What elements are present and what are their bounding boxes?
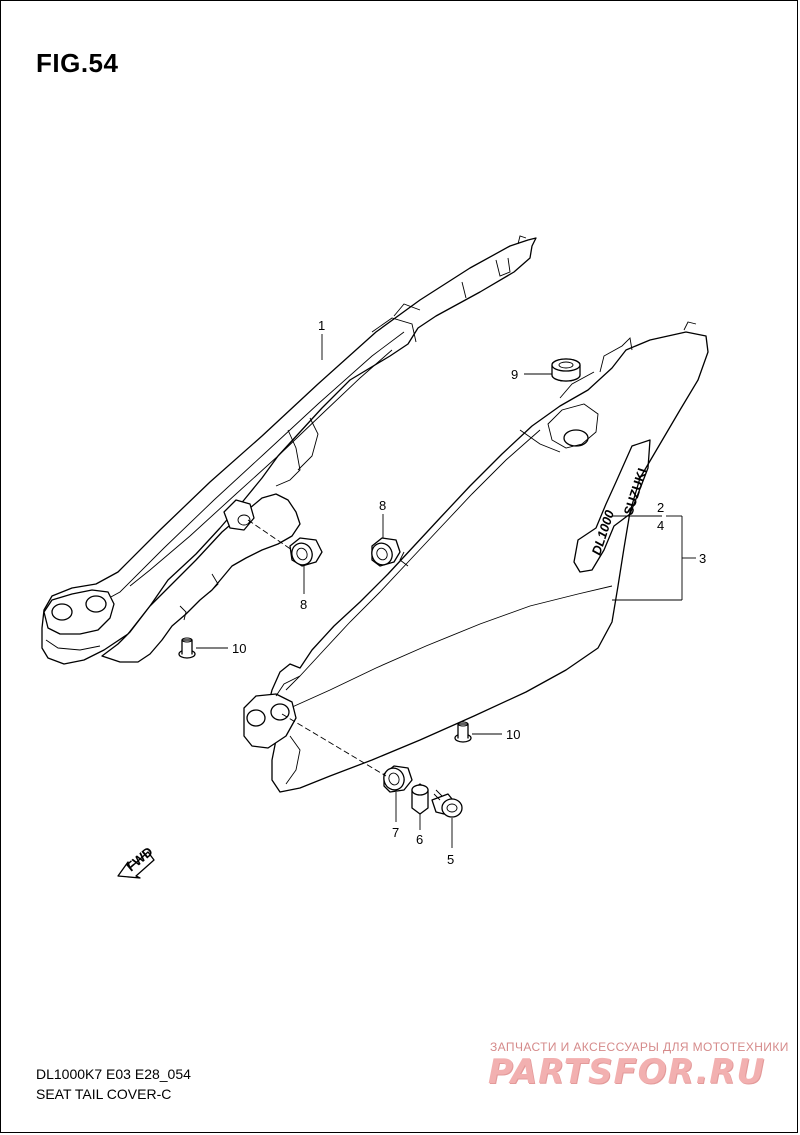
- watermark-logo: PARTSFOR.RU: [488, 1052, 766, 1092]
- part-10-clip-right[interactable]: [454, 721, 472, 743]
- callout-9: 9: [511, 367, 518, 382]
- part-10-clip-left[interactable]: [178, 637, 196, 659]
- section-name: SEAT TAIL COVER-C: [36, 1086, 172, 1102]
- part-9-grommet[interactable]: [551, 358, 581, 382]
- part-8-cushion-right[interactable]: [368, 537, 401, 568]
- part-7-cushion[interactable]: [381, 765, 413, 793]
- callout-6: 6: [416, 832, 423, 847]
- callout-4: 4: [657, 518, 664, 533]
- callout-7: 7: [392, 825, 399, 840]
- part-6-collar[interactable]: [411, 783, 429, 815]
- part-8-cushion-left[interactable]: [288, 537, 323, 568]
- callout-labels: 1 2 4 3 9 8 8 10 10 7 6 5: [232, 318, 706, 867]
- leader-lines: [196, 334, 696, 848]
- part-5-bolt[interactable]: [431, 789, 463, 818]
- callout-8-left: 8: [300, 597, 307, 612]
- callout-5: 5: [447, 852, 454, 867]
- callout-3: 3: [699, 551, 706, 566]
- callout-1: 1: [318, 318, 325, 333]
- watermark-tagline: ЗАПЧАСТИ И АКСЕССУАРЫ ДЛЯ МОТОТЕХНИКИ: [490, 1040, 789, 1054]
- callout-10-right: 10: [506, 727, 520, 742]
- figure-title: FIG.54: [36, 48, 119, 78]
- callout-2: 2: [657, 500, 664, 515]
- part-3-right-seat-tail-cover[interactable]: [243, 321, 709, 793]
- callout-10-left: 10: [232, 641, 246, 656]
- fwd-direction-arrow: FWD: [117, 844, 156, 879]
- model-code: DL1000K7 E03 E28_054: [36, 1066, 191, 1082]
- callout-8-right: 8: [379, 498, 386, 513]
- part-1-left-seat-tail-cover[interactable]: [41, 235, 537, 665]
